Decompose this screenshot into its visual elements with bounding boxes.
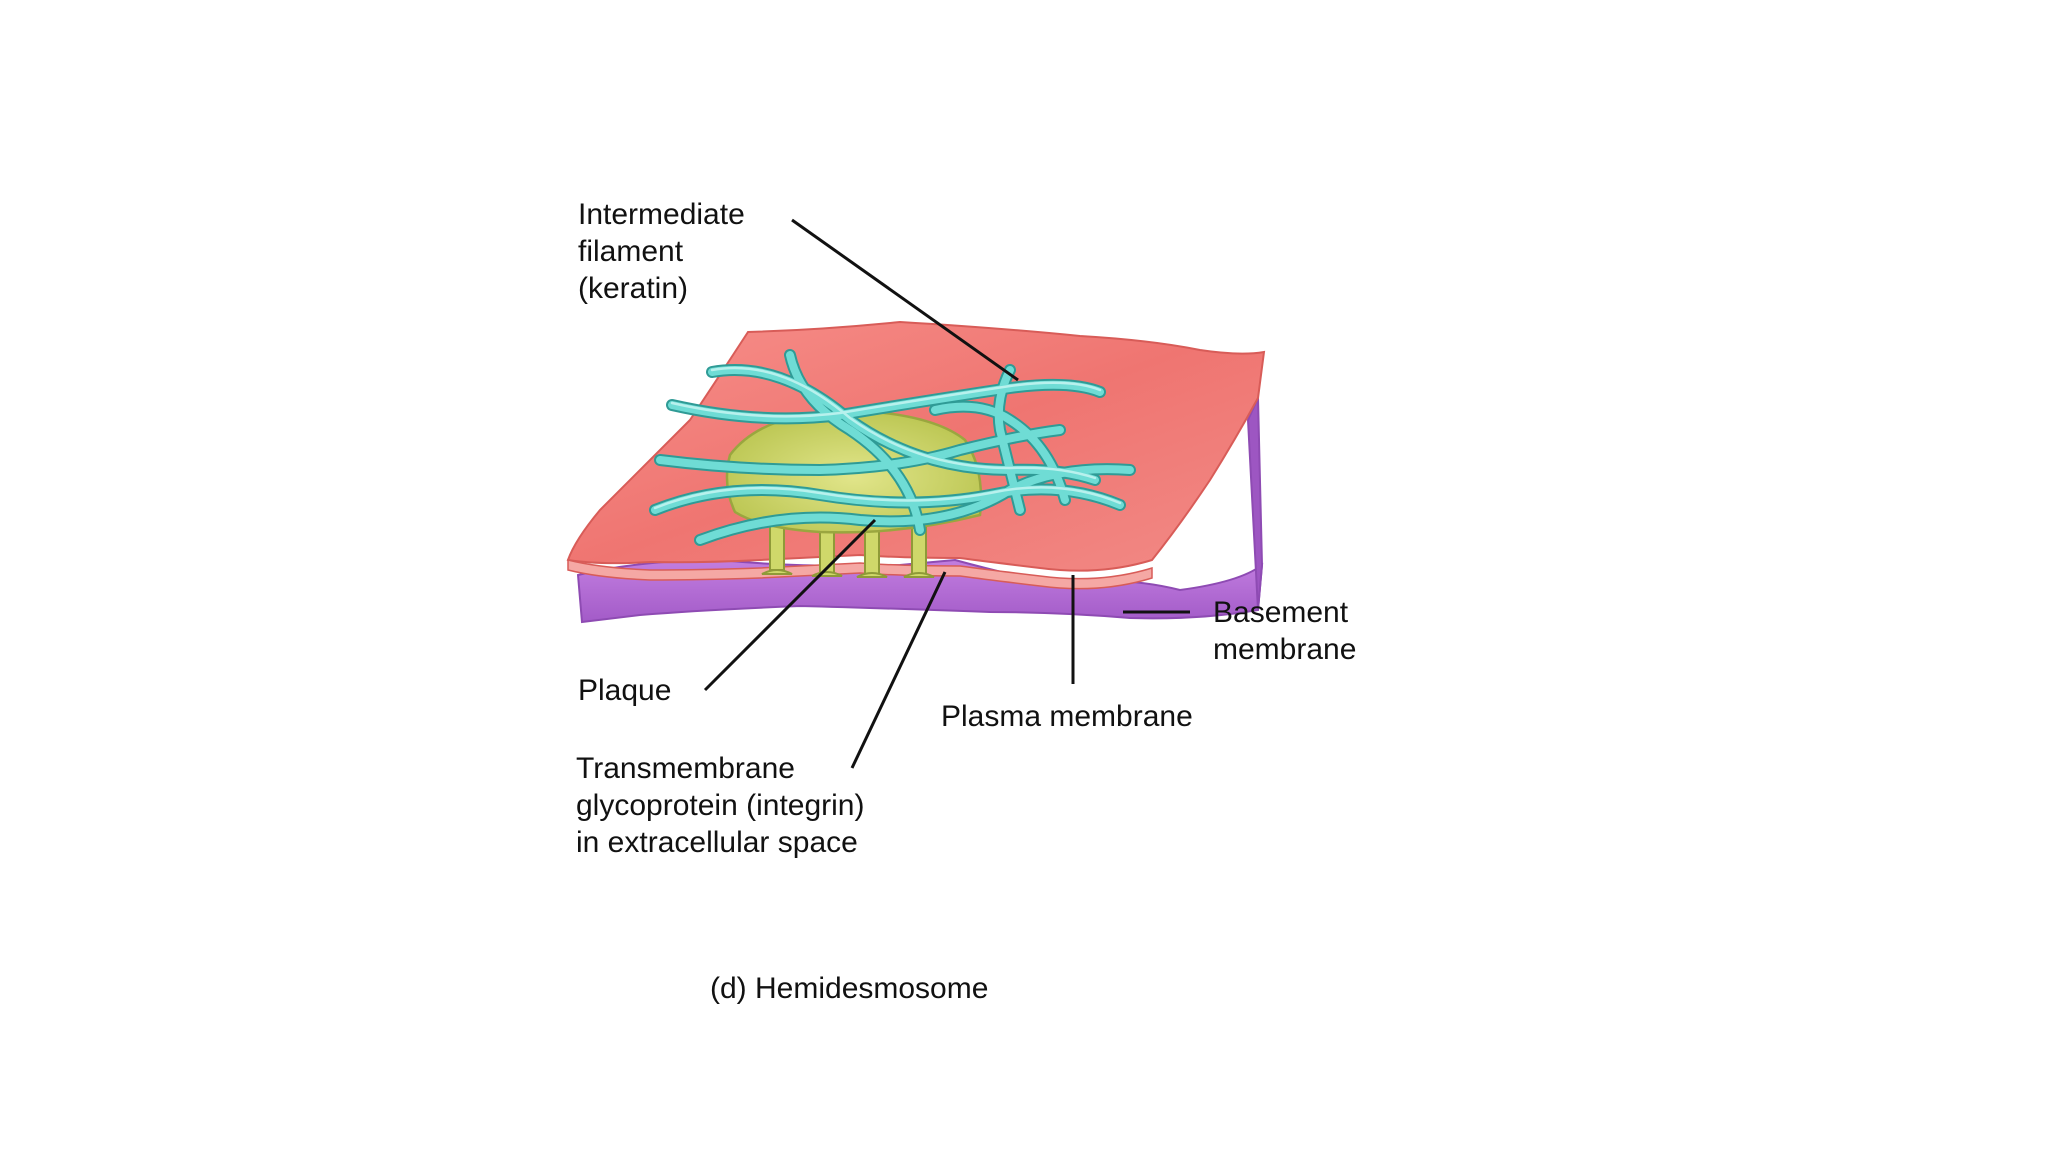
caption-text: (d) Hemidesmosome (710, 970, 988, 1007)
label-line: Transmembrane (576, 750, 864, 787)
label-line: glycoprotein (integrin) (576, 787, 864, 824)
label-intermediate-filament: Intermediate filament (keratin) (578, 196, 745, 307)
label-line: membrane (1213, 631, 1356, 668)
label-line: Basement (1213, 594, 1356, 631)
figure-caption: (d) Hemidesmosome (710, 970, 988, 1007)
label-plaque: Plaque (578, 672, 671, 709)
label-line: (keratin) (578, 270, 745, 307)
label-line: Intermediate (578, 196, 745, 233)
label-line: filament (578, 233, 745, 270)
integrin-peg (865, 528, 879, 574)
label-plasma-membrane: Plasma membrane (941, 698, 1193, 735)
label-line: in extracellular space (576, 824, 864, 861)
label-line: Plaque (578, 672, 671, 709)
label-line: Plasma membrane (941, 698, 1193, 735)
label-transmembrane-glycoprotein: Transmembrane glycoprotein (integrin) in… (576, 750, 864, 861)
label-basement-membrane: Basement membrane (1213, 594, 1356, 668)
